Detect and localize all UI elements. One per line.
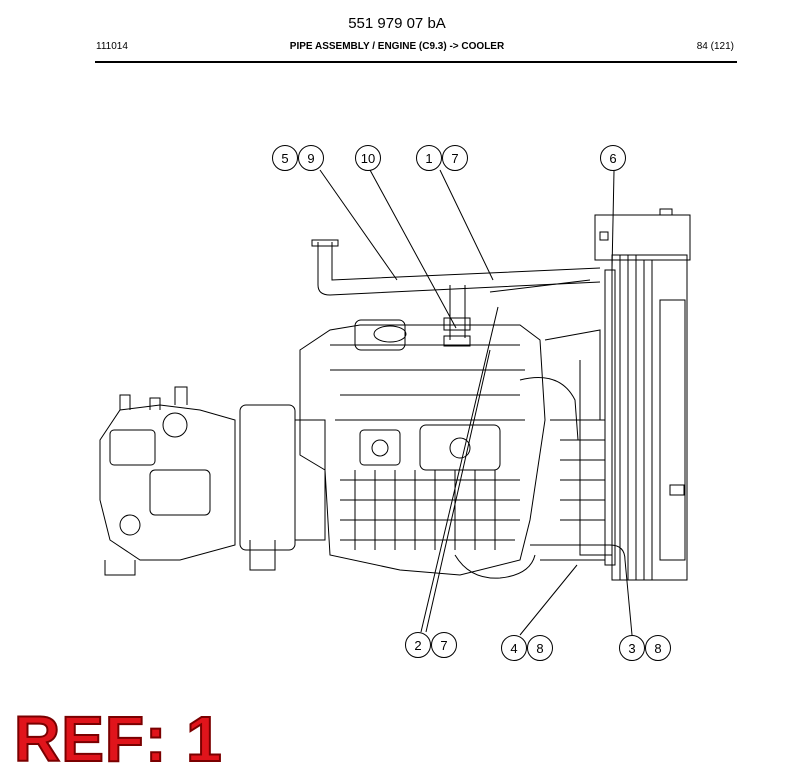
- callout-number: 3: [628, 641, 635, 656]
- leader-lines: [319, 169, 633, 636]
- page-title: PIPE ASSEMBLY / ENGINE (C9.3) -> COOLER: [289, 41, 505, 52]
- reference-label: REF: 1: [13, 703, 223, 775]
- callout-number: 2: [414, 638, 421, 653]
- header-divider: [95, 61, 737, 63]
- engine-block: [299, 319, 546, 579]
- lower-coolant-pipe: [519, 329, 626, 561]
- upper-coolant-pipe: [311, 239, 601, 347]
- callout-number: 8: [654, 641, 661, 656]
- callout-number: 7: [440, 638, 447, 653]
- callout-number: 5: [281, 151, 288, 166]
- callout-5-9: 5 9: [272, 145, 324, 171]
- cooler-radiator: [560, 208, 691, 581]
- callout-1-7: 1 7: [416, 145, 468, 171]
- callout-number: 6: [609, 151, 616, 166]
- callout-10: 10: [355, 145, 381, 171]
- callout-4-8: 4 8: [501, 635, 553, 661]
- callout-number: 1: [425, 151, 432, 166]
- callout-6: 6: [600, 145, 626, 171]
- document-number: 551 979 07 bA: [348, 15, 446, 32]
- callout-number: 8: [536, 641, 543, 656]
- page-number: 84 (121): [696, 41, 734, 52]
- callout-number: 10: [361, 151, 375, 166]
- callout-number: 9: [307, 151, 314, 166]
- header-code: 111014: [96, 41, 128, 52]
- pump-assembly: [99, 386, 326, 576]
- callout-3-8: 3 8: [619, 635, 671, 661]
- callout-number: 7: [451, 151, 458, 166]
- callout-number: 4: [510, 641, 517, 656]
- callout-2-7: 2 7: [405, 632, 457, 658]
